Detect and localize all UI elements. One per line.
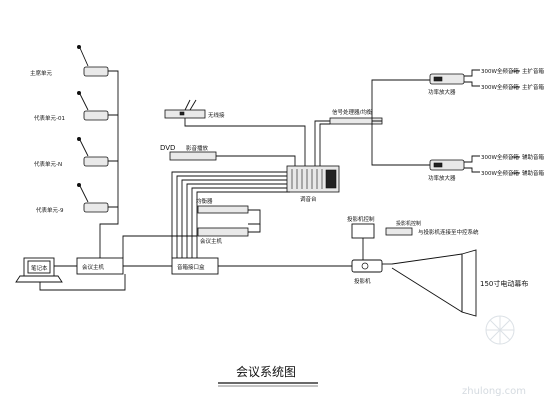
zone-upper-2: 主扩音箱 (522, 83, 545, 91)
delegate-unit-9-label: 代表单元-9 (36, 206, 64, 214)
audio-interface-label: 音箱接口盒 (177, 263, 205, 271)
signal-processor-label: 信号处理器/均衡 (332, 108, 373, 116)
speaker-300w-a: 300W全频音箱 (481, 67, 519, 75)
projector-note-top: 投影机控制 (396, 220, 421, 227)
screen-label: 150寸电动幕布 (480, 279, 528, 288)
wireless-receiver-label: 无线接 (208, 111, 225, 119)
watermark-text: zhulong.com (462, 386, 526, 397)
mixer: 调音台 (286, 165, 340, 203)
signal-processor: 信号处理器/均衡 (329, 108, 383, 125)
equalizer-1-label: 均衡器 (196, 197, 213, 205)
conference-controller-label: 会议主机 (82, 263, 105, 271)
dvd-label: DVD (160, 144, 175, 152)
delegate-unit-n-label: 代表单元-N (34, 160, 62, 168)
watermark-logo-icon (485, 315, 515, 345)
amplifier-upper: 功率放大器 (428, 73, 465, 96)
chairman-unit-label: 主席单元 (30, 69, 53, 77)
speaker-300w-d: 300W全频音箱 (481, 169, 519, 177)
dvd-player: DVD 影音播放 (160, 144, 217, 161)
wireless-receiver: 无线接 (164, 99, 225, 119)
projector-note: 与投影机连接至中控系统 (418, 228, 479, 236)
audio-interface-box: 音箱接口盒 (171, 257, 219, 275)
zone-lower-2: 辅助音箱 (522, 169, 545, 177)
projector: 投影机 (351, 259, 383, 285)
delegate-unit-01: 代表单元-01 (34, 91, 109, 122)
amplifier-lower: 功率放大器 (428, 159, 465, 182)
dvd-player-label: 影音播放 (186, 144, 209, 152)
title-text: 会议系统图 (236, 365, 296, 379)
equalizer-2: 会议主机 (197, 227, 249, 245)
conference-controller: 会议主机 (76, 257, 124, 275)
projector-label: 投影机 (354, 277, 371, 285)
projection-screen: 150寸电动幕布 (391, 249, 528, 317)
chairman-unit: 主席单元 (30, 45, 109, 77)
laptop: 笔记本 (15, 257, 63, 283)
equalizer-2-label: 会议主机 (200, 237, 223, 245)
zone-upper-1: 主扩音箱 (522, 67, 545, 75)
diagram-title: 会议系统图 (218, 365, 318, 387)
delegate-unit-n: 代表单元-N (34, 137, 109, 168)
mixer-label: 调音台 (300, 195, 317, 203)
projector-controller: 投影机控制 (347, 215, 375, 239)
projector-controller-label: 投影机控制 (347, 215, 375, 223)
delegate-unit-9: 代表单元-9 (36, 183, 109, 214)
speaker-300w-b: 300W全频音箱 (481, 83, 519, 91)
amplifier-upper-label: 功率放大器 (428, 88, 456, 96)
watermark: zhulong.com (462, 315, 526, 397)
projector-note-device: 投影机控制 与投影机连接至中控系统 (385, 220, 479, 236)
delegate-unit-01-label: 代表单元-01 (34, 114, 65, 122)
equalizer-1: 均衡器 (196, 197, 249, 214)
laptop-label: 笔记本 (31, 264, 48, 272)
zone-lower-1: 辅助音箱 (522, 153, 545, 161)
speaker-300w-c: 300W全频音箱 (481, 153, 519, 161)
amplifier-lower-label: 功率放大器 (428, 174, 456, 182)
